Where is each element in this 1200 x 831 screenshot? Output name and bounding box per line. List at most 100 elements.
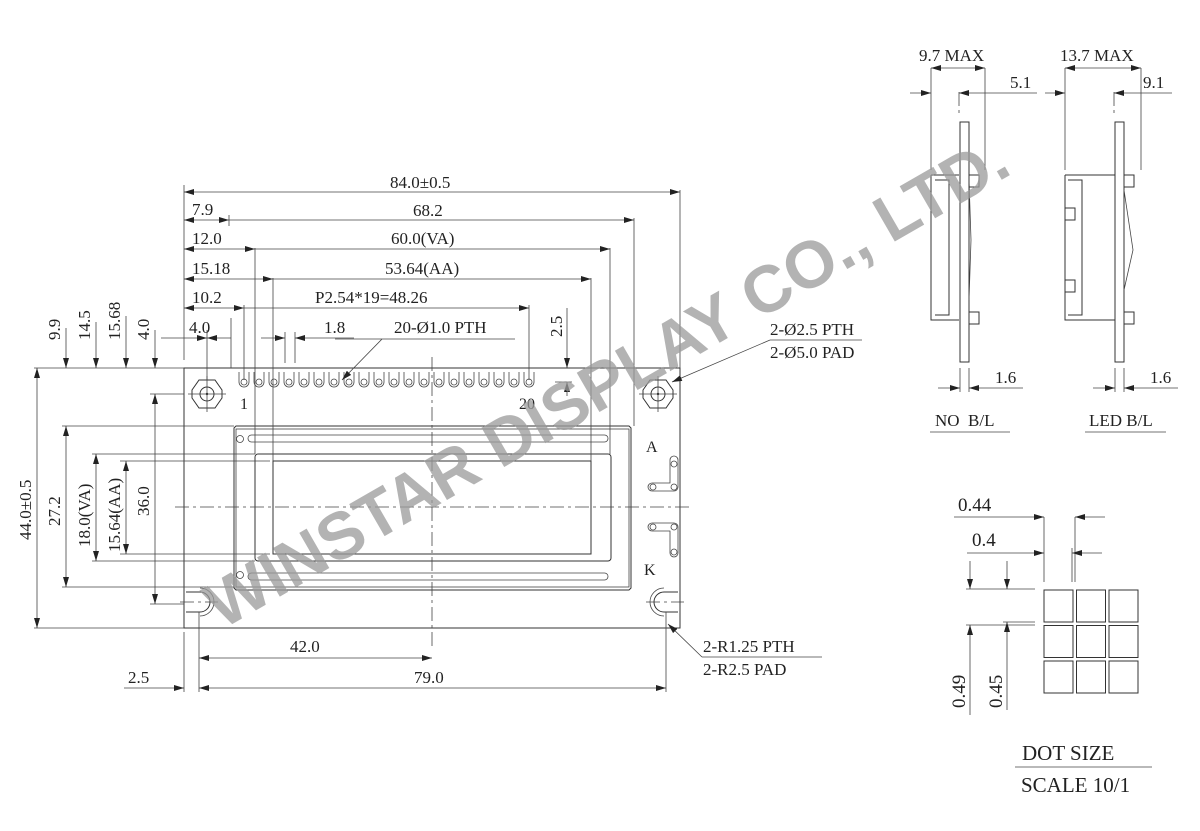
dim-view-area-width: 60.0(VA) bbox=[391, 229, 454, 248]
pin-pad bbox=[238, 372, 250, 388]
pin-hole bbox=[405, 378, 413, 386]
pin-hole bbox=[255, 378, 263, 386]
pin-hole bbox=[285, 378, 293, 386]
dot-size-title: DOT SIZE bbox=[1022, 741, 1114, 765]
callout-mount-hole-pad: 2-Ø5.0 PAD bbox=[770, 343, 854, 362]
dot-cell bbox=[1076, 589, 1106, 623]
dot-size-scale: SCALE 10/1 bbox=[1021, 773, 1130, 797]
side-view-led-backlight: 13.7 MAX 9.1 1.6 LED B/L bbox=[1045, 46, 1178, 433]
dim-overall-height: 44.0±0.5 bbox=[16, 480, 35, 540]
dim-4-0-horizontal: 4.0 bbox=[189, 318, 210, 337]
dim-view-area-height: 18.0(VA) bbox=[75, 484, 94, 547]
dim-42-0: 42.0 bbox=[290, 637, 320, 656]
pin-pad bbox=[493, 372, 505, 388]
pin-pad bbox=[388, 372, 400, 388]
side-no-bl-offset: 5.1 bbox=[1010, 73, 1031, 92]
dot-cell bbox=[1108, 589, 1139, 623]
mount-hole-top-left bbox=[188, 376, 226, 412]
dot-cell bbox=[1043, 589, 1074, 623]
dot-cell bbox=[1108, 660, 1139, 694]
pin-label-last: 20 bbox=[519, 396, 535, 413]
pin-pad bbox=[373, 372, 385, 388]
dim-active-area-width: 53.64(AA) bbox=[385, 259, 459, 278]
dot-pitch-width: 0.44 bbox=[958, 495, 992, 516]
pin-pad bbox=[343, 372, 355, 388]
pin-hole bbox=[510, 378, 518, 386]
pin-pad bbox=[523, 372, 535, 388]
pin-pad bbox=[418, 372, 430, 388]
side-no-bl-title: NO B/L bbox=[935, 411, 995, 430]
side-view-no-backlight: 9.7 MAX 5.1 1.6 NO B/L bbox=[910, 46, 1037, 433]
pin-hole bbox=[345, 378, 353, 386]
dim-2-5-bottom: 2.5 bbox=[128, 668, 149, 687]
backlight-pads: A K bbox=[644, 439, 679, 579]
dim-27-2: 27.2 bbox=[45, 496, 64, 526]
dim-pin-pitch: P2.54*19=48.26 bbox=[315, 288, 428, 307]
dim-7-9: 7.9 bbox=[192, 200, 213, 219]
pin-hole bbox=[450, 378, 458, 386]
pin-pad bbox=[313, 372, 325, 388]
front-view: 1 20 A K bbox=[175, 357, 690, 650]
pin-pad bbox=[403, 372, 415, 388]
pin-header bbox=[238, 372, 535, 388]
pin-pad bbox=[283, 372, 295, 388]
dot-cell bbox=[1043, 625, 1074, 658]
callout-pin-holes: 20-Ø1.0 PTH bbox=[394, 318, 487, 337]
pin-pad bbox=[298, 372, 310, 388]
dim-15-68: 15.68 bbox=[105, 302, 124, 340]
pin-hole bbox=[375, 378, 383, 386]
dot-size-detail: 0.44 0.4 0.49 0.45 DOT SIZE SCALE 10/1 bbox=[949, 495, 1152, 797]
pin-hole bbox=[495, 378, 503, 386]
horizontal-dimensions: 84.0±0.5 7.9 68.2 12.0 60.0(VA) 15.18 53… bbox=[124, 173, 681, 692]
dot-cell bbox=[1108, 625, 1139, 658]
dot-grid bbox=[1043, 589, 1139, 694]
pin-hole bbox=[360, 378, 368, 386]
vertical-dimensions: 9.9 14.5 15.68 4.0 44.0±0.5 27.2 18.0(VA… bbox=[16, 302, 270, 629]
dot-cell bbox=[1076, 625, 1106, 658]
dim-68-2: 68.2 bbox=[413, 201, 443, 220]
pin-pad bbox=[358, 372, 370, 388]
dim-12-0: 12.0 bbox=[192, 229, 222, 248]
dim-15-18: 15.18 bbox=[192, 259, 230, 278]
dim-pin-offset: 2.5 bbox=[547, 316, 566, 337]
side-no-bl-max: 9.7 MAX bbox=[919, 46, 984, 65]
callout-slot-pth: 2-R1.25 PTH bbox=[703, 637, 795, 656]
side-led-bl-title: LED B/L bbox=[1089, 411, 1153, 430]
dim-1-8: 1.8 bbox=[324, 318, 345, 337]
callout-mount-hole-pth: 2-Ø2.5 PTH bbox=[770, 320, 854, 339]
pin-pad bbox=[463, 372, 475, 388]
dim-active-area-height: 15.64(AA) bbox=[105, 478, 124, 552]
pin-pad bbox=[433, 372, 445, 388]
pin-pad bbox=[268, 372, 280, 388]
pin-pad bbox=[253, 372, 265, 388]
pin-hole bbox=[270, 378, 278, 386]
lcd-bezel bbox=[233, 425, 632, 591]
dot-pitch-height: 0.49 bbox=[949, 675, 970, 708]
dot-cell bbox=[1076, 660, 1106, 694]
dot-width: 0.4 bbox=[972, 530, 996, 551]
pin-hole bbox=[315, 378, 323, 386]
mount-slot-bottom-right bbox=[646, 587, 684, 617]
dim-10-2: 10.2 bbox=[192, 288, 222, 307]
dim-36-0: 36.0 bbox=[134, 486, 153, 516]
pin-hole bbox=[300, 378, 308, 386]
anode-label: A bbox=[646, 439, 658, 456]
pin-hole bbox=[465, 378, 473, 386]
pin-pad bbox=[478, 372, 490, 388]
pin-pad bbox=[448, 372, 460, 388]
mount-hole-top-right bbox=[639, 376, 677, 412]
dim-overall-width: 84.0±0.5 bbox=[390, 173, 450, 192]
pin-hole bbox=[420, 378, 428, 386]
dim-4-0-vertical: 4.0 bbox=[134, 319, 153, 340]
dot-height: 0.45 bbox=[986, 675, 1007, 708]
dim-9-9: 9.9 bbox=[45, 319, 64, 340]
pin-hole bbox=[390, 378, 398, 386]
dot-cell bbox=[1043, 660, 1074, 694]
dim-14-5: 14.5 bbox=[75, 310, 94, 340]
side-led-bl-pcb: 1.6 bbox=[1150, 368, 1171, 387]
callout-slot-pad: 2-R2.5 PAD bbox=[703, 660, 786, 679]
pin-hole bbox=[330, 378, 338, 386]
cathode-label: K bbox=[644, 562, 656, 579]
view-area bbox=[254, 453, 612, 562]
